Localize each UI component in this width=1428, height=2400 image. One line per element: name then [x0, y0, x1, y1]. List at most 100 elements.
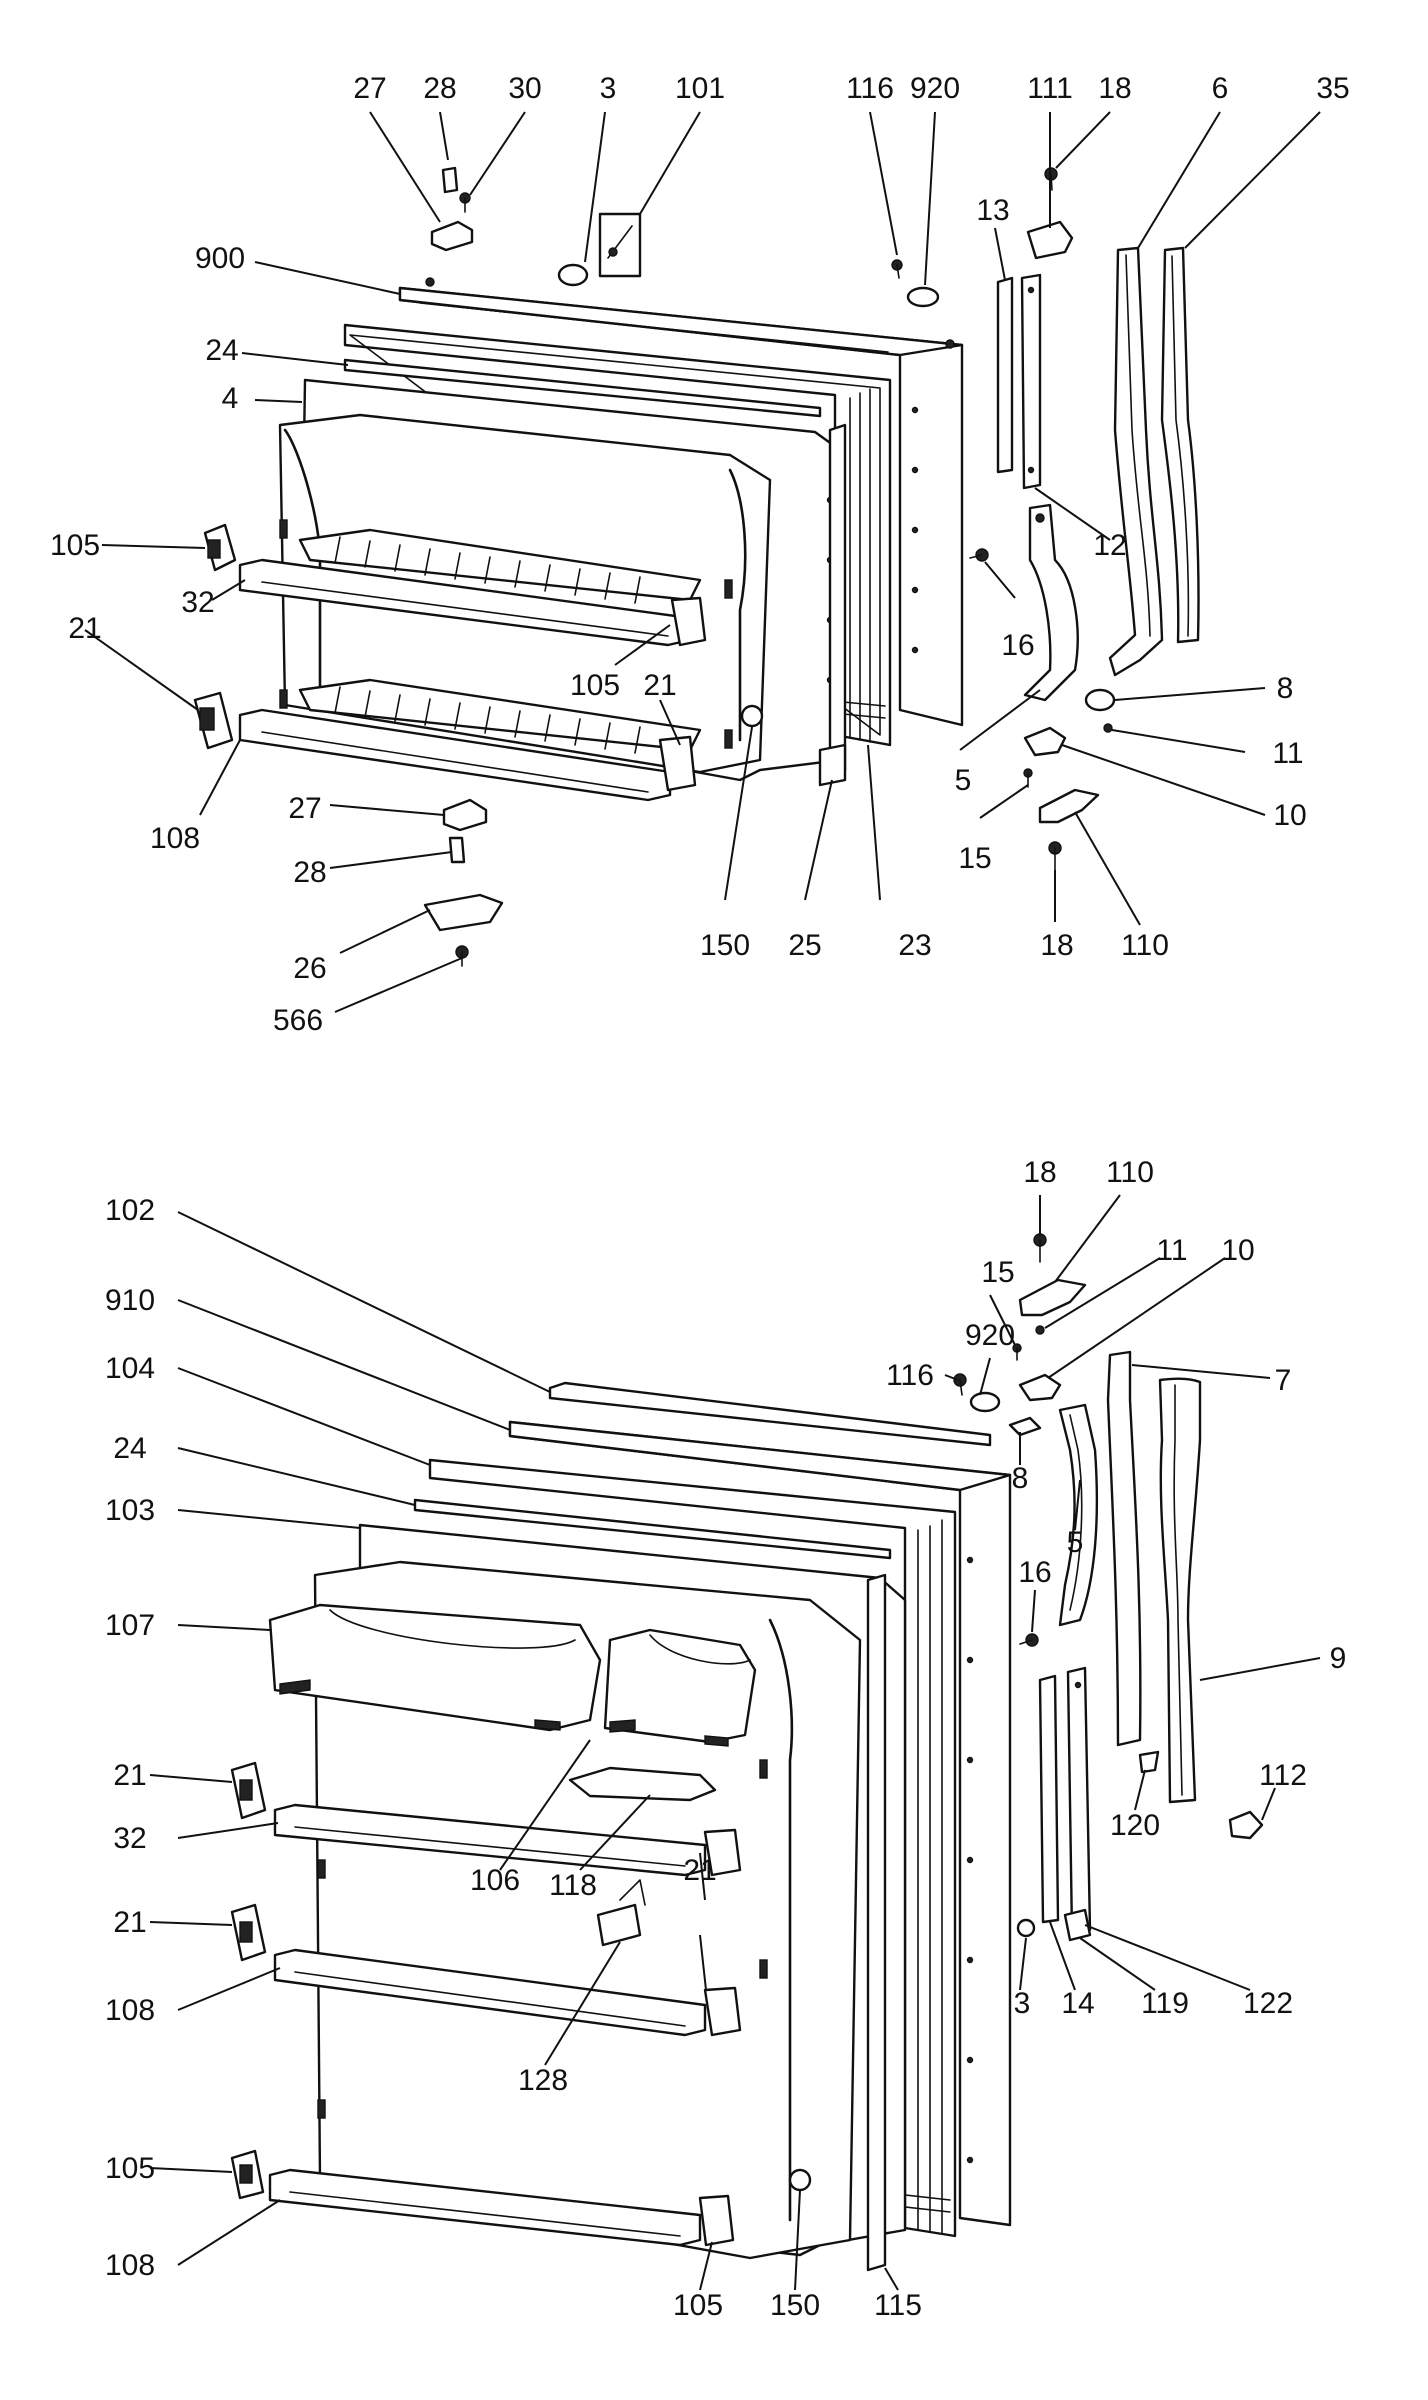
callout-15: 15 [958, 842, 991, 875]
hinge-bracket-upper [430, 220, 474, 252]
callout-18b: 18 [1040, 929, 1073, 962]
handle-trim-9 [1158, 1377, 1202, 1804]
outer-door-panel-lower [508, 1420, 1012, 2227]
callout-23: 23 [898, 929, 931, 962]
callout-b108a: 108 [105, 1994, 155, 2027]
callout-b10: 10 [1221, 1234, 1254, 1267]
hinge-pin-lower [448, 836, 466, 864]
callout-900: 900 [195, 242, 245, 275]
plug-920 [906, 286, 940, 308]
door-stop-lower [788, 2168, 812, 2192]
callout-566: 566 [273, 1004, 323, 1037]
callout-6: 6 [1212, 72, 1229, 105]
gasket-strip-lower [866, 1573, 887, 2272]
callout-150: 150 [700, 929, 750, 962]
callout-105b: 105 [570, 669, 620, 702]
callout-b115: 115 [874, 2289, 922, 2322]
leader-lines [84, 111, 1321, 2291]
callout-116: 116 [846, 72, 894, 105]
callout-101: 101 [675, 72, 725, 105]
callout-b116: 116 [886, 1359, 934, 1392]
callout-b8: 8 [1012, 1462, 1029, 1495]
callout-b24: 24 [113, 1432, 146, 1465]
callout-b110: 110 [1106, 1156, 1154, 1189]
callout-b102: 102 [105, 1194, 155, 1227]
callout-3: 3 [600, 72, 617, 105]
callout-b21a: 21 [113, 1759, 146, 1792]
hinge-plate-10 [1023, 726, 1067, 757]
callout-b104: 104 [105, 1352, 155, 1385]
screw-120 [1138, 1750, 1160, 1774]
handle-trim-35 [1160, 246, 1200, 644]
trim-strip-14 [1038, 1674, 1060, 1924]
hinge-bracket-lower [442, 798, 488, 832]
door-shelf-3 [268, 2168, 735, 2247]
callout-24: 24 [205, 334, 238, 367]
callout-b7: 7 [1275, 1364, 1292, 1397]
callout-b106: 106 [470, 1864, 520, 1897]
callout-18: 18 [1098, 72, 1131, 105]
plug-button [557, 263, 589, 287]
callout-labels-top: 27 28 30 3 101 116 920 111 18 6 35 900 1… [50, 72, 1350, 1037]
callout-b11: 11 [1156, 1234, 1187, 1267]
handle-bracket-5 [1023, 503, 1079, 702]
door-handle-6 [1108, 246, 1164, 677]
trim-strip-12 [1020, 273, 1042, 490]
hinge-110 [1038, 788, 1100, 824]
plug-112 [1228, 1810, 1264, 1840]
door-shelf-2 [273, 1948, 742, 2037]
butter-compartment-door [603, 1628, 757, 1747]
callout-b920: 920 [965, 1319, 1015, 1352]
hinge-plate-10-lower [1018, 1373, 1062, 1402]
callout-b120: 120 [1110, 1809, 1160, 1842]
callout-21b: 21 [643, 669, 676, 702]
callout-5: 5 [955, 764, 972, 797]
dairy-compartment-door [268, 1603, 602, 1732]
callout-12: 12 [1093, 529, 1126, 562]
door-shelf-lower [238, 678, 702, 802]
callout-b108b: 108 [105, 2249, 155, 2282]
callout-b105b: 105 [673, 2289, 723, 2322]
callout-b9: 9 [1330, 1642, 1347, 1675]
callout-105a: 105 [50, 529, 100, 562]
trim-strip-13 [996, 276, 1014, 474]
callout-108: 108 [150, 822, 200, 855]
outer-door-panel [398, 277, 964, 727]
callout-b21c: 21 [113, 1906, 146, 1939]
callout-35: 35 [1316, 72, 1349, 105]
callout-30: 30 [508, 72, 541, 105]
door-shelf-upper [238, 528, 707, 647]
hinge-cover-111 [1026, 220, 1074, 260]
callout-b112: 112 [1259, 1759, 1307, 1792]
callout-b128: 128 [518, 2064, 568, 2097]
trim-strip-122 [1066, 1666, 1092, 1935]
nameplate-101 [598, 212, 642, 278]
clip-119 [1063, 1908, 1092, 1942]
callout-b119: 119 [1141, 1987, 1189, 2020]
gasket-strip [828, 423, 847, 777]
callout-b14: 14 [1061, 1987, 1094, 2020]
callout-b118: 118 [549, 1869, 597, 1902]
bottom-assembly [230, 1233, 1264, 2272]
washer-8-lower [1008, 1416, 1042, 1437]
door-shelf-1 [273, 1803, 742, 1877]
hinge-pin-upper [441, 166, 459, 194]
egg-tray [568, 1766, 717, 1802]
callout-b150: 150 [770, 2289, 820, 2322]
callout-b103: 103 [105, 1494, 155, 1527]
callout-32: 32 [181, 586, 214, 619]
callout-b18: 18 [1023, 1156, 1056, 1189]
callout-8: 8 [1277, 672, 1294, 705]
callout-b21b: 21 [683, 1854, 716, 1887]
callout-b3: 3 [1014, 1987, 1031, 2020]
callout-11: 11 [1272, 737, 1303, 770]
callout-b910: 910 [105, 1284, 155, 1317]
handle-rail-7 [1106, 1350, 1142, 1747]
callout-28b: 28 [293, 856, 326, 889]
callout-920: 920 [910, 72, 960, 105]
callout-27: 27 [353, 72, 386, 105]
breaker-strip [343, 358, 822, 418]
callout-16: 16 [1001, 629, 1034, 662]
